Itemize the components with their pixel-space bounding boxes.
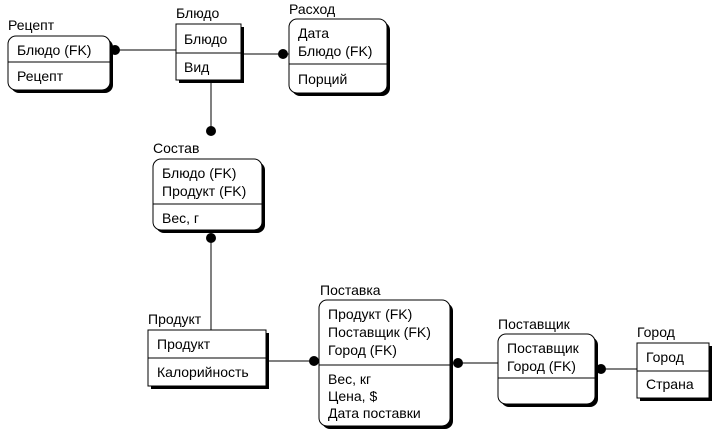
- entity-rashod-box: [288, 18, 388, 94]
- entity-sostav: Состав Блюдо (FK) Продукт (FK) Вес, г: [152, 140, 265, 233]
- entity-sostav-title: Состав: [153, 140, 199, 156]
- entity-postavshik-key-0: Поставщик: [507, 340, 580, 356]
- entity-bludo-attr-0: Вид: [184, 59, 209, 75]
- entity-sostav-attr-0: Вес, г: [162, 210, 199, 226]
- entity-postavshik: Поставщик Поставщик Город (FK): [497, 316, 598, 407]
- entity-rashod-attr-0: Порций: [298, 71, 347, 87]
- entity-sostav-key-1: Продукт (FK): [162, 183, 246, 199]
- entity-rashod-key-1: Блюдо (FK): [298, 43, 372, 59]
- rel-produkt-sostav-dot: [206, 233, 216, 243]
- entity-rashod-key-0: Дата: [298, 25, 329, 41]
- entity-postavshik-title: Поставщик: [498, 316, 571, 332]
- entity-gorod-key-0: Город: [646, 349, 684, 365]
- entity-gorod: Город Город Страна: [636, 324, 712, 401]
- rel-gorod-postavshik-dot: [596, 364, 606, 374]
- entity-rashod: Расход Дата Блюдо (FK) Порций: [288, 1, 390, 96]
- entity-postavka-box: [318, 299, 451, 427]
- entity-postavshik-box: [497, 333, 596, 405]
- entity-postavka-key-0: Продукт (FK): [328, 306, 412, 322]
- entity-bludo: Блюдо Блюдо Вид: [175, 5, 244, 83]
- entity-sostav-box: [152, 158, 263, 231]
- entity-postavka-attr-1: Цена, $: [328, 388, 377, 404]
- entity-recept-attr-0: Рецепт: [17, 68, 64, 84]
- entity-postavka-attr-2: Дата поставки: [328, 405, 421, 421]
- entity-produkt-key-0: Продукт: [157, 336, 211, 352]
- entity-postavka: Поставка Продукт (FK) Поставщик (FK) Гор…: [318, 282, 453, 429]
- entity-gorod-title: Город: [637, 324, 675, 340]
- entity-postavshik-key-1: Город (FK): [507, 358, 576, 374]
- rel-bludo-rashod-dot: [278, 49, 288, 59]
- entity-produkt: Продукт Продукт Калорийность: [147, 311, 269, 389]
- entity-recept-box: [7, 35, 111, 91]
- entity-bludo-title: Блюдо: [176, 5, 220, 21]
- rel-bludo-sostav-dot: [206, 126, 216, 136]
- entity-postavka-title: Поставка: [320, 282, 381, 298]
- relationships: [110, 45, 637, 374]
- entity-produkt-title: Продукт: [148, 311, 202, 327]
- entity-recept: Рецепт Блюдо (FK) Рецепт: [7, 17, 113, 93]
- entity-bludo-box: [175, 23, 242, 81]
- entity-rashod-title: Расход: [289, 1, 335, 17]
- entity-gorod-attr-0: Страна: [646, 376, 694, 392]
- rel-postavshik-postavka-dot: [453, 358, 463, 368]
- entity-postavka-key-1: Поставщик (FK): [328, 324, 431, 340]
- entity-recept-key-0: Блюдо (FK): [17, 42, 91, 58]
- entity-produkt-attr-0: Калорийность: [157, 364, 249, 380]
- entity-postavka-key-2: Город (FK): [328, 342, 397, 358]
- entity-bludo-key-0: Блюдо: [184, 31, 228, 47]
- entity-recept-title: Рецепт: [8, 17, 55, 33]
- rel-produkt-postavka-dot: [309, 356, 319, 366]
- entity-postavka-attr-0: Вес, кг: [328, 371, 371, 387]
- entity-sostav-key-0: Блюдо (FK): [162, 165, 236, 181]
